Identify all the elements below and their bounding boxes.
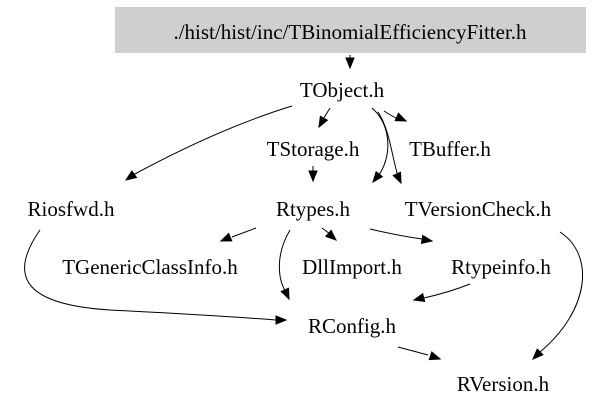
- edge-line: [24, 229, 277, 321]
- node-label: TGenericClassInfo.h: [62, 255, 238, 279]
- edge-tobject-to-rtypes: [371, 107, 389, 184]
- arrowhead-icon: [318, 115, 329, 129]
- edge-line: [371, 107, 389, 177]
- arrowhead-icon: [345, 57, 355, 70]
- node-label: DllImport.h: [302, 255, 402, 279]
- edge-tobject-to-tversioncheck: [377, 111, 402, 185]
- node-tversioncheck[interactable]: TVersionCheck.h: [405, 197, 552, 221]
- node-label: TVersionCheck.h: [405, 197, 552, 221]
- edge-tversioncheck-to-rversion: [532, 231, 583, 360]
- node-label: TObject.h: [300, 78, 385, 102]
- arrowhead-icon: [412, 292, 426, 303]
- node-tgenericclassinfo[interactable]: TGenericClassInfo.h: [62, 255, 238, 279]
- arrowhead-icon: [428, 351, 442, 361]
- edge-riosfwd-to-rconfig: [24, 229, 288, 325]
- edge-line: [231, 227, 257, 238]
- arrowhead-icon: [275, 315, 288, 325]
- edge-line: [278, 229, 291, 293]
- node-label: Rtypes.h: [276, 197, 351, 221]
- node-rversion[interactable]: RVersion.h: [457, 372, 550, 396]
- node-label: ./hist/hist/inc/TBinomialEfficiencyFitte…: [173, 20, 527, 44]
- arrowhead-icon: [420, 234, 434, 244]
- edge-line: [423, 283, 471, 299]
- node-tstorage[interactable]: TStorage.h: [267, 137, 360, 161]
- highlighted-node-box: [115, 7, 586, 53]
- node-label: Rtypeinfo.h: [451, 255, 551, 279]
- edge-rtypes-to-rtypeinfo: [369, 228, 434, 244]
- node-tobject[interactable]: TObject.h: [300, 78, 385, 102]
- edge-rtypes-to-rconfig: [278, 229, 291, 301]
- node-rtypeinfo[interactable]: Rtypeinfo.h: [451, 255, 551, 279]
- arrowhead-icon: [394, 112, 408, 122]
- edge-tobject-to-riosfwd: [124, 105, 293, 181]
- arrowhead-icon: [372, 170, 384, 184]
- arrowhead-icon: [392, 171, 402, 185]
- edge-rtypeinfo-to-rconfig: [412, 283, 471, 303]
- node-label: RConfig.h: [308, 314, 397, 338]
- edges-layer: [24, 55, 583, 361]
- edge-tobject-to-tbuffer: [383, 110, 408, 122]
- node-dllimport[interactable]: DllImport.h: [302, 255, 402, 279]
- arrowhead-icon: [124, 170, 138, 181]
- node-label: TStorage.h: [267, 137, 360, 161]
- edge-line: [377, 111, 399, 177]
- edge-line: [369, 228, 423, 240]
- edge-line: [539, 231, 583, 353]
- edge-rtypes-to-dllimport: [321, 227, 338, 241]
- node-label: RVersion.h: [457, 372, 550, 396]
- node-root[interactable]: ./hist/hist/inc/TBinomialEfficiencyFitte…: [115, 7, 586, 53]
- node-tbuffer[interactable]: TBuffer.h: [409, 137, 491, 161]
- arrowhead-icon: [280, 287, 290, 301]
- edge-tobject-to-tstorage: [318, 107, 331, 129]
- node-label: Riosfwd.h: [28, 197, 115, 221]
- arrowhead-icon: [532, 348, 544, 360]
- edge-root-to-tobject: [345, 55, 355, 70]
- edge-line: [132, 105, 293, 176]
- arrowhead-icon: [219, 232, 233, 242]
- arrowhead-icon: [308, 170, 318, 183]
- node-label: TBuffer.h: [409, 137, 491, 161]
- node-rconfig[interactable]: RConfig.h: [308, 314, 397, 338]
- edge-line: [397, 346, 429, 356]
- arrowhead-icon: [324, 229, 338, 241]
- edge-rtypes-to-tgenericclassinfo: [219, 227, 257, 242]
- node-rtypes[interactable]: Rtypes.h: [276, 197, 351, 221]
- node-riosfwd[interactable]: Riosfwd.h: [28, 197, 115, 221]
- edge-rconfig-to-rversion: [397, 346, 442, 361]
- edge-tstorage-to-rtypes: [308, 166, 318, 183]
- nodes-layer: ./hist/hist/inc/TBinomialEfficiencyFitte…: [28, 7, 586, 396]
